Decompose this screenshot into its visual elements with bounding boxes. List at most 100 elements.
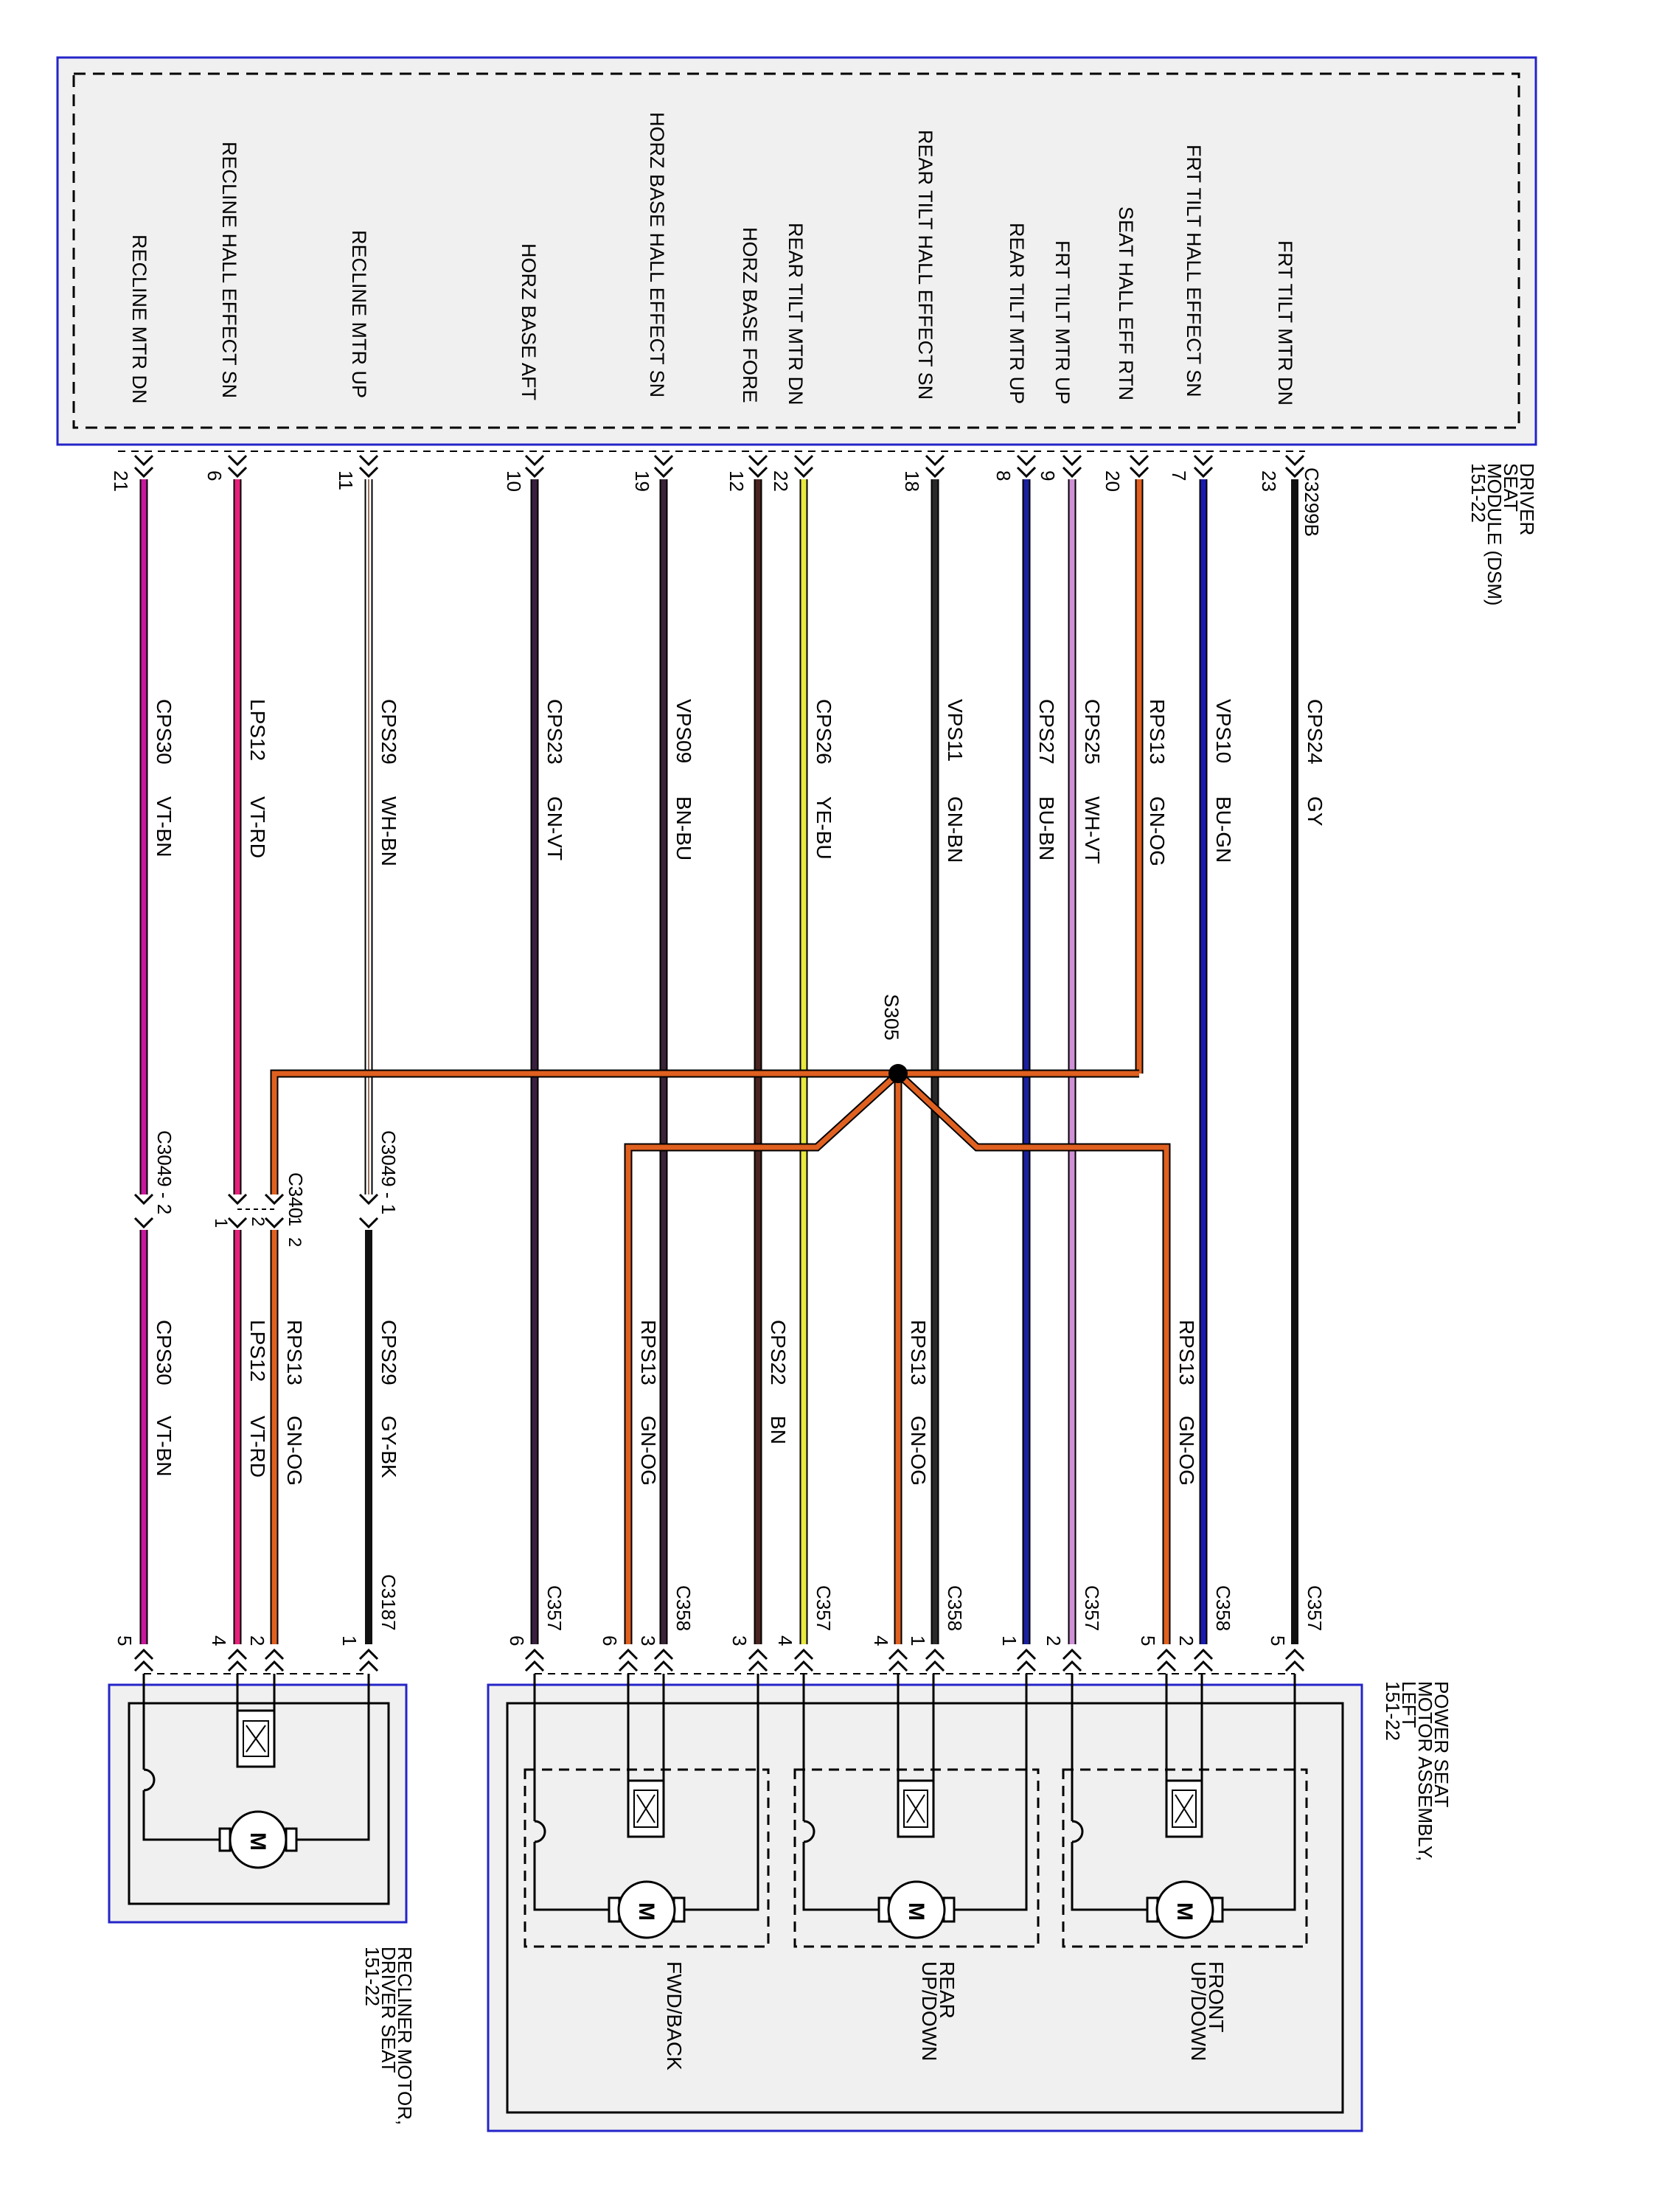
front-motor bbox=[1155, 1880, 1214, 1939]
bottom-pin: 2 bbox=[1043, 1635, 1065, 1646]
circuit-label: CPS23 bbox=[543, 699, 566, 765]
connector-arrow bbox=[1284, 1648, 1305, 1672]
circuit-color: VT-BN bbox=[153, 1416, 175, 1476]
fwd-back-motor-symbol: M bbox=[634, 1902, 658, 1921]
connector-arrow bbox=[133, 454, 154, 479]
connector-arrow bbox=[925, 1648, 945, 1672]
circuit-label: CPS27 bbox=[1035, 699, 1058, 765]
bottom-pin: 1 bbox=[907, 1635, 929, 1646]
dsm-pin-number: 20 bbox=[1102, 470, 1124, 492]
bottom-pin-numbers: 5 4 2 1 6 6 3 3 4 4 1 1 2 5 2 5 bbox=[114, 1635, 1289, 1646]
front-hall-inner bbox=[1172, 1790, 1197, 1828]
dsm-pin-arrows bbox=[133, 454, 1305, 479]
connector-arrow bbox=[618, 1648, 639, 1672]
recliner-title-line: 151-22 bbox=[361, 1947, 383, 2006]
circuit-label: CPS24 bbox=[1304, 699, 1326, 765]
rear-wire bbox=[952, 1674, 1028, 1911]
dsm-pin-number: 6 bbox=[204, 470, 226, 481]
circuit-label: RPS13 bbox=[1175, 1320, 1198, 1385]
connector-arrow bbox=[358, 1648, 379, 1672]
inline-connector-arrows bbox=[133, 1193, 379, 1229]
connector-arrow bbox=[653, 454, 674, 479]
bottom-connector-labels: C3187 C357 C358 C357 C358 C357 C358 C357 bbox=[378, 1574, 1326, 1631]
dsm-pin-label: RECLINE MTR UP bbox=[348, 230, 370, 398]
bottom-pin: 5 bbox=[1267, 1635, 1289, 1646]
fwd-back-wire bbox=[682, 1674, 759, 1911]
front-section-box bbox=[1062, 1768, 1308, 1948]
front-wire bbox=[1220, 1674, 1296, 1911]
section-title-line: UP/DOWN bbox=[918, 1961, 941, 2061]
bottom-pin: 4 bbox=[774, 1635, 796, 1646]
bottom-pin: 1 bbox=[998, 1635, 1020, 1646]
rear-wire bbox=[802, 1842, 882, 1911]
dsm-pin-number: 18 bbox=[901, 470, 923, 492]
recliner-wire bbox=[142, 1790, 221, 1841]
dsm-pin-label: REAR TILT HALL EFFECT SN bbox=[914, 130, 936, 400]
recliner-wire bbox=[295, 1674, 370, 1841]
circuit-color: VT-RD bbox=[246, 796, 269, 858]
connector-arrow bbox=[1193, 454, 1214, 479]
circuit-label: VPS11 bbox=[944, 699, 967, 762]
dsm-title-line: 151-22 bbox=[1467, 463, 1489, 523]
dsm-outer-box bbox=[56, 56, 1537, 446]
connector-arrow bbox=[1156, 1648, 1177, 1672]
dsm-title-line: MODULE (DSM) bbox=[1484, 463, 1506, 606]
connector-arrow bbox=[264, 1648, 285, 1672]
circuit-label: RPS13 bbox=[637, 1320, 660, 1385]
connector-arrow bbox=[1016, 1648, 1037, 1672]
bottom-pin: 1 bbox=[338, 1635, 361, 1646]
c357-label: C357 bbox=[1081, 1585, 1103, 1631]
circuit-label: CPS22 bbox=[767, 1320, 790, 1385]
power-seat-inner-box bbox=[506, 1702, 1344, 2114]
recliner-title: RECLINER MOTOR, DRIVER SEAT 151-22 bbox=[361, 1947, 416, 2125]
lower-circuit-labels: CPS30 VT-BN LPS12 VT-RD RPS13 GN-OG CPS2… bbox=[153, 1320, 1198, 1486]
rear-breaker bbox=[803, 1820, 815, 1843]
power-seat-title-line: MOTOR ASSEMBLY, bbox=[1414, 1681, 1436, 1861]
fwd-back-title: FWD/BACK bbox=[663, 1961, 686, 2070]
circuit-color: BU-BN bbox=[1035, 796, 1058, 860]
dsm-pin-label: HORZ BASE HALL EFFECT SN bbox=[646, 112, 668, 397]
c358-label: C358 bbox=[672, 1585, 695, 1631]
circuit-label: VPS10 bbox=[1212, 699, 1235, 763]
recliner-motor bbox=[229, 1810, 288, 1869]
connector-arrow bbox=[227, 1648, 248, 1672]
recliner-title-line: RECLINER MOTOR, bbox=[394, 1947, 416, 2125]
connector-arrow bbox=[524, 454, 545, 479]
dsm-pin-numbers: 21 6 11 10 19 12 22 18 8 9 20 7 23 bbox=[110, 470, 1280, 492]
circuit-color: GN-OG bbox=[283, 1416, 306, 1486]
bottom-pin: 6 bbox=[506, 1635, 528, 1646]
connector-arrow bbox=[748, 1648, 768, 1672]
dsm-pin-label: HORZ BASE AFT bbox=[518, 243, 540, 400]
circuit-color: BU-GN bbox=[1212, 796, 1235, 863]
front-motor-symbol: M bbox=[1172, 1902, 1197, 1921]
dsm-pin-label: REAR TILT MTR DN bbox=[785, 223, 807, 406]
splice-label: S305 bbox=[880, 994, 902, 1040]
bottom-pin: 6 bbox=[599, 1635, 621, 1646]
circuit-label: CPS30 bbox=[153, 1320, 175, 1385]
circuit-label: CPS29 bbox=[378, 1320, 400, 1385]
circuit-color: GY-BK bbox=[378, 1416, 400, 1478]
recliner-motor-symbol: M bbox=[246, 1832, 270, 1851]
splice-node bbox=[888, 1064, 908, 1083]
c340-pin: 2 bbox=[285, 1237, 305, 1247]
circuit-color: BN bbox=[767, 1416, 790, 1444]
connector-arrow bbox=[653, 1648, 674, 1672]
circuit-color: GN-OG bbox=[1175, 1416, 1198, 1486]
splice-branch-right-color bbox=[896, 1071, 1169, 1644]
fwd-back-hall-inner bbox=[633, 1790, 658, 1828]
dsm-connector-label: C3299B bbox=[1301, 467, 1323, 537]
dsm-pin-label: REAR TILT MTR UP bbox=[1006, 223, 1028, 404]
connector-arrow bbox=[524, 1648, 545, 1672]
c357-label: C357 bbox=[1304, 1585, 1326, 1631]
connector-arrow bbox=[1284, 454, 1305, 479]
circuit-color: GN-VT bbox=[543, 796, 566, 860]
circuit-label: RPS13 bbox=[283, 1320, 306, 1385]
circuit-label: LPS12 bbox=[246, 699, 269, 761]
dsm-pin-number: 12 bbox=[726, 470, 748, 492]
connector-arrow bbox=[133, 1648, 154, 1672]
fwd-back-hall-cross bbox=[636, 1794, 655, 1823]
bottom-pin: 2 bbox=[246, 1635, 268, 1646]
power-seat-title-line: POWER SEAT bbox=[1430, 1681, 1453, 1808]
upper-circuit-labels: CPS30 VT-BN LPS12 VT-RD CPS29 WH-BN CPS2… bbox=[153, 699, 1326, 866]
